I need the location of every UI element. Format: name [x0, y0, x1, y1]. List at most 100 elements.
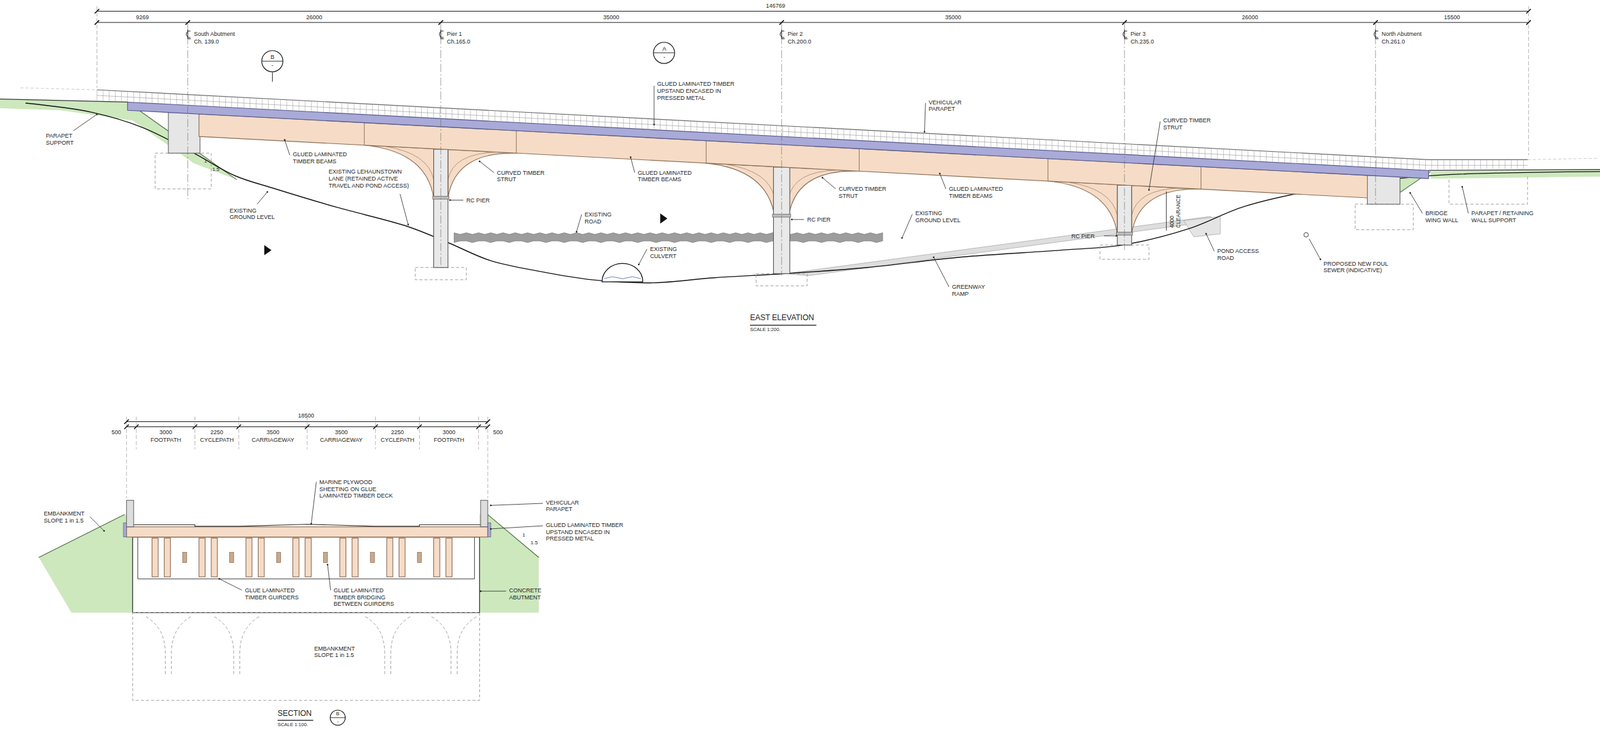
glulam-bridging [229, 552, 234, 563]
glulam-girder [433, 537, 441, 577]
parapet-post [127, 91, 128, 103]
leader-line [449, 199, 464, 201]
parapet-post [1020, 138, 1022, 150]
parapet-post [641, 118, 642, 130]
dimension-value: 35000 [603, 14, 620, 22]
beam-joint [1047, 158, 1049, 182]
parapet-post [702, 121, 704, 133]
callout-label: EXISTING LEHAUNSTOWN LANE (RETAINED ACTI… [328, 168, 412, 189]
extension-line [238, 416, 240, 450]
parapet-post [1070, 140, 1071, 152]
leader-end [938, 172, 941, 175]
scale-note: SCALE 1:100. [277, 721, 309, 728]
culvert-water [604, 276, 641, 279]
parapet-post [1394, 158, 1396, 169]
pile-outline [431, 616, 477, 676]
leader-line [901, 214, 912, 239]
parapet-post [366, 103, 367, 115]
embankment-fill [39, 514, 134, 613]
approach-road [0, 99, 128, 103]
parapet-post [1076, 141, 1078, 153]
parapet-post [635, 117, 637, 129]
section-marker: B- [261, 49, 284, 73]
parapet-post [243, 97, 245, 109]
parapet-post [408, 106, 410, 118]
marker-sheet: - [329, 717, 347, 726]
dimension-value: 3500 [334, 428, 348, 436]
beam-joint [364, 122, 365, 146]
parapet-post [1437, 159, 1439, 171]
parapet-post [206, 95, 208, 107]
parapet-post [1235, 149, 1236, 161]
lane-name: CYCLEPATH [199, 436, 234, 444]
callout-label: CURVED TIMBER STRUT [496, 169, 555, 184]
extension-line [136, 416, 137, 450]
parapet-post [616, 117, 618, 128]
pile-outline [214, 616, 260, 676]
parapet-post [666, 119, 667, 131]
callout-label: CURVED TIMBER STRUT [839, 185, 897, 200]
leader-end [1148, 188, 1151, 191]
callout-label: EXISTING GROUND LEVEL [915, 209, 967, 224]
glulam-girder [245, 537, 253, 577]
dimension-value: 3000 [442, 428, 456, 436]
support-name: North Abutment [1381, 30, 1423, 38]
leader-end [478, 160, 481, 163]
parapet-post [108, 90, 110, 102]
parapet-post [1088, 142, 1090, 153]
parapet-post [1413, 158, 1414, 170]
parapet-post [353, 103, 355, 114]
leader-line [576, 214, 582, 232]
parapet-post [953, 135, 955, 146]
parapet-post [849, 129, 851, 141]
leader-line [1206, 233, 1215, 251]
extension-line [306, 416, 308, 450]
marker-divider [330, 716, 345, 718]
dimension-value: 3500 [266, 428, 280, 436]
abutment-line [137, 536, 139, 579]
parapet-post [972, 135, 973, 147]
view-title: EAST ELEVATION [750, 312, 815, 322]
parapet-post [1345, 155, 1346, 167]
centre-line [1375, 22, 1376, 205]
parapet-post [647, 118, 649, 130]
leader-end [218, 577, 221, 580]
marker-letter: B [261, 49, 284, 62]
centre-line [781, 22, 783, 276]
glulam-girder [211, 537, 218, 577]
chainage-label: Ch. 139.0 [193, 38, 219, 46]
parapet-post [910, 132, 912, 144]
parapet-post [862, 129, 863, 141]
parapet-post [1186, 147, 1188, 159]
parapet-post [1174, 146, 1176, 158]
centre-line-symbol [439, 30, 443, 38]
extension-line [194, 416, 196, 450]
parapet-post [1358, 156, 1359, 168]
leader-end [284, 138, 287, 141]
leader-end [266, 190, 269, 193]
parapet-post [396, 105, 398, 117]
parapet-post [812, 127, 814, 139]
chainage-label: Ch.261.0 [1381, 38, 1406, 46]
parapet-post [335, 102, 336, 114]
parapet-post [782, 125, 783, 137]
leader-end [638, 263, 640, 266]
parapet-post [586, 115, 587, 127]
parapet-post [935, 133, 937, 145]
parapet-post [433, 107, 434, 119]
parapet-post [837, 128, 838, 140]
strut-rib-line [1068, 181, 1118, 216]
strut-rib-line [448, 152, 498, 180]
callout-label: PROPOSED NEW FOUL SEWER (INDICATIVE) [1323, 260, 1394, 275]
parapet-post [1057, 140, 1059, 152]
parapet-post [1290, 152, 1291, 164]
existing-ground-line [25, 103, 1600, 283]
retaining-wall-outline [1448, 175, 1528, 205]
parapet-post [788, 126, 790, 137]
footing-outline [415, 267, 467, 280]
parapet-post [1125, 144, 1126, 155]
glulam-bridging [417, 552, 422, 563]
dimension-value: 500 [111, 428, 121, 436]
parapet-post [1443, 159, 1445, 171]
parapet-post [549, 113, 551, 125]
